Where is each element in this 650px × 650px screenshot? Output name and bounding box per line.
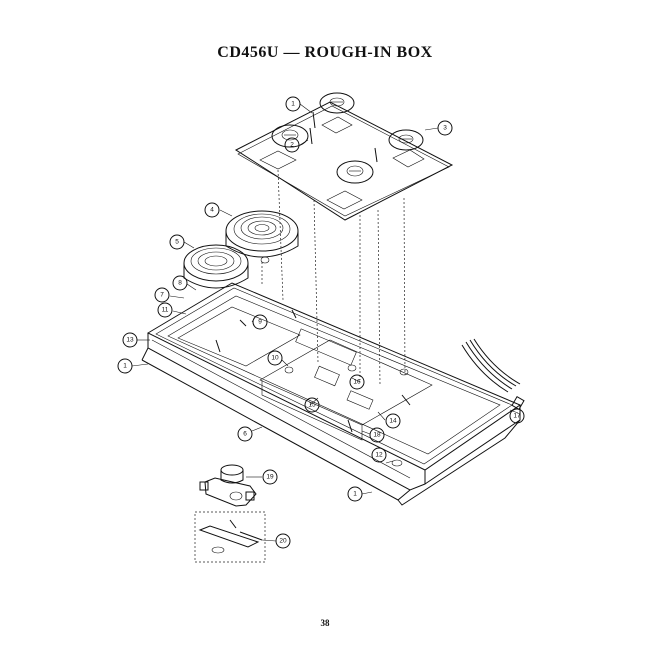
svg-text:7: 7: [160, 292, 164, 299]
callout: 13: [122, 332, 150, 348]
svg-text:17: 17: [513, 413, 521, 420]
svg-text:18: 18: [373, 432, 381, 439]
svg-text:15: 15: [308, 402, 316, 409]
callout: 17: [509, 408, 525, 424]
gas-regulator: [199, 464, 257, 507]
callout: 4: [204, 202, 233, 218]
alignment-lines: [261, 169, 406, 386]
svg-text:20: 20: [279, 538, 287, 545]
callout: 19: [246, 469, 278, 485]
callout: 18: [361, 427, 385, 443]
burner-marker: [388, 129, 424, 151]
callout: 20: [261, 533, 291, 549]
callout: 10: [267, 350, 289, 367]
burner-marker: [319, 92, 355, 114]
callout: 8: [172, 275, 197, 291]
rough-in-box: [141, 256, 522, 506]
callout: 2: [284, 137, 309, 153]
svg-text:2: 2: [290, 142, 294, 149]
svg-text:14: 14: [389, 418, 397, 425]
wire-harness: [461, 338, 525, 411]
page-number: 38: [320, 618, 330, 628]
svg-text:8: 8: [178, 280, 182, 287]
svg-text:12: 12: [375, 452, 383, 459]
svg-text:1: 1: [353, 491, 357, 498]
svg-text:16: 16: [353, 379, 361, 386]
svg-text:1: 1: [123, 363, 127, 370]
callout: 12: [371, 447, 394, 464]
svg-text:9: 9: [258, 319, 262, 326]
svg-text:3: 3: [443, 125, 447, 132]
callout: 5: [169, 234, 195, 250]
callout: 16: [349, 374, 365, 390]
callout: 1: [285, 96, 313, 114]
callout: 1: [347, 486, 373, 502]
callout: 9: [251, 314, 268, 330]
svg-text:11: 11: [162, 307, 169, 314]
svg-text:13: 13: [126, 337, 134, 344]
diagram-title: CD456U — ROUGH-IN BOX: [217, 44, 433, 61]
callout: 6: [237, 426, 263, 442]
cooktop-glass-plate: [234, 92, 454, 221]
callout: 15: [304, 397, 320, 413]
callout: 11: [157, 302, 187, 318]
svg-text:10: 10: [271, 355, 279, 362]
coil-element-large: [225, 210, 299, 258]
coil-element-small: [183, 244, 249, 289]
svg-text:5: 5: [175, 239, 179, 246]
callout: 1: [117, 358, 149, 374]
svg-text:4: 4: [210, 207, 214, 214]
svg-text:6: 6: [243, 431, 247, 438]
svg-text:1: 1: [291, 101, 295, 108]
callout: 3: [424, 120, 453, 136]
callout: 7: [154, 287, 185, 303]
burner-marker: [336, 160, 374, 184]
burner-marker: [271, 124, 309, 148]
callout: 14: [377, 411, 401, 429]
bracket-kit: [194, 511, 266, 563]
svg-text:19: 19: [266, 474, 274, 481]
